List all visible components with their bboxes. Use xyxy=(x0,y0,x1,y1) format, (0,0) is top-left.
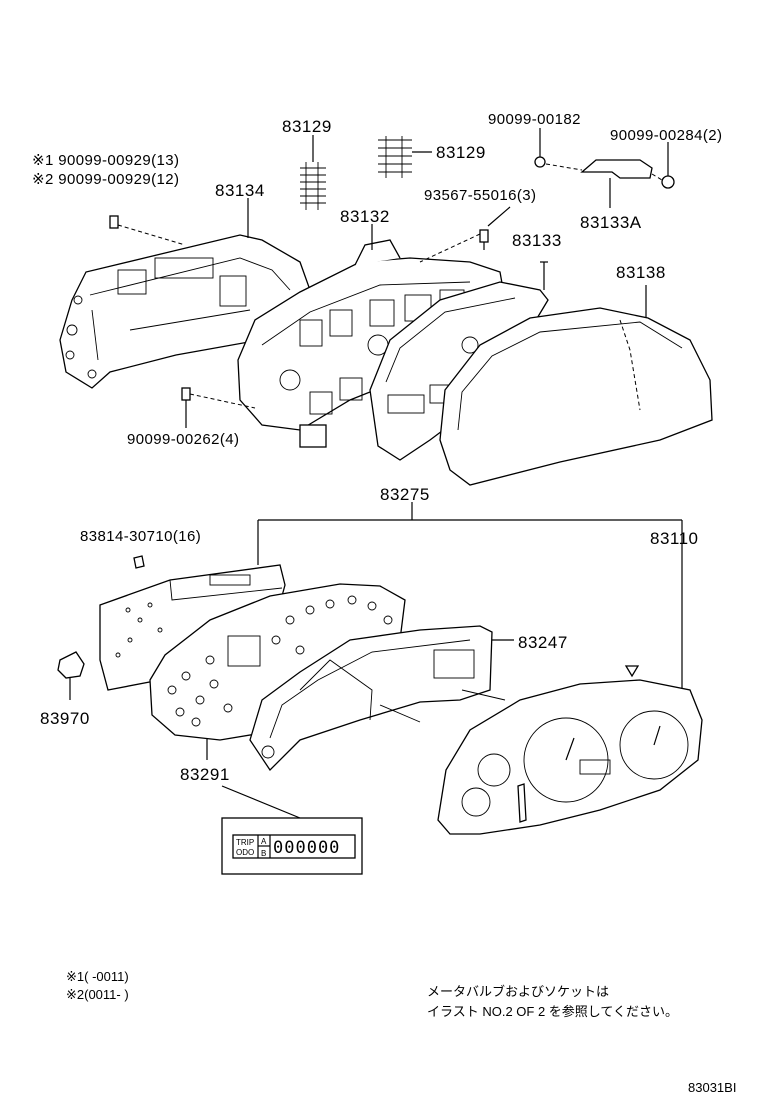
footnote-1: ※1( -0011) xyxy=(66,969,129,984)
glass-83138 xyxy=(439,285,713,486)
label-83129-a: 83129 xyxy=(282,117,332,136)
label-83132: 83132 xyxy=(340,207,390,226)
label-90099-00262: 90099-00262(4) xyxy=(127,431,239,448)
label-83134: 83134 xyxy=(215,181,265,200)
label-90099-00182: 90099-00182 xyxy=(488,111,581,128)
inset-odo-text: ODO xyxy=(236,848,254,857)
frame-83247 xyxy=(249,625,514,772)
label-83814-30710: 83814-30710(16) xyxy=(80,528,201,545)
label-note2-part: ※2 90099-00929(12) xyxy=(32,171,179,188)
circuit-board xyxy=(99,564,286,691)
socket-83129-a xyxy=(300,135,326,210)
footnote-2: ※2(0011- ) xyxy=(66,987,129,1002)
label-83110: 83110 xyxy=(650,529,699,548)
odometer-inset xyxy=(221,817,363,875)
inset-b-text: B xyxy=(261,849,266,858)
inset-trip-text: TRIP xyxy=(236,838,254,847)
bracket-83133A xyxy=(534,128,675,208)
label-83970: 83970 xyxy=(40,709,90,728)
inset-leader xyxy=(221,785,301,819)
screw-90099-00262 xyxy=(181,387,256,428)
screw-93567-55016 xyxy=(419,206,511,263)
screw-90099-00929 xyxy=(109,215,186,246)
bracket-83275-leader xyxy=(257,502,683,690)
diagram-id: 83031BI xyxy=(688,1080,736,1095)
label-83133: 83133 xyxy=(512,231,562,250)
socket-83129-b xyxy=(378,136,432,178)
jp-note-line2: イラスト NO.2 OF 2 を参照してください。 xyxy=(427,1004,678,1019)
jp-note-line1: メータバルブおよびソケットは xyxy=(427,984,609,999)
label-93567-55016: 93567-55016(3) xyxy=(424,187,536,204)
inset-digits-text: 000000 xyxy=(273,838,340,858)
label-83291: 83291 xyxy=(180,765,230,784)
label-83133A: 83133A xyxy=(580,213,642,232)
label-83129-b: 83129 xyxy=(436,143,486,162)
lamp-83970 xyxy=(57,651,85,700)
label-note1-part: ※1 90099-00929(13) xyxy=(32,152,179,169)
label-90099-00284: 90099-00284(2) xyxy=(610,127,722,144)
printed-circuit-83291 xyxy=(149,583,406,760)
rear-case-83134 xyxy=(59,234,311,389)
dial-83110 xyxy=(437,665,703,835)
label-83138: 83138 xyxy=(616,263,666,282)
label-83275: 83275 xyxy=(380,485,430,504)
bulb-83814 xyxy=(133,555,145,569)
inset-a-text: A xyxy=(261,837,267,846)
label-83247: 83247 xyxy=(518,633,568,652)
